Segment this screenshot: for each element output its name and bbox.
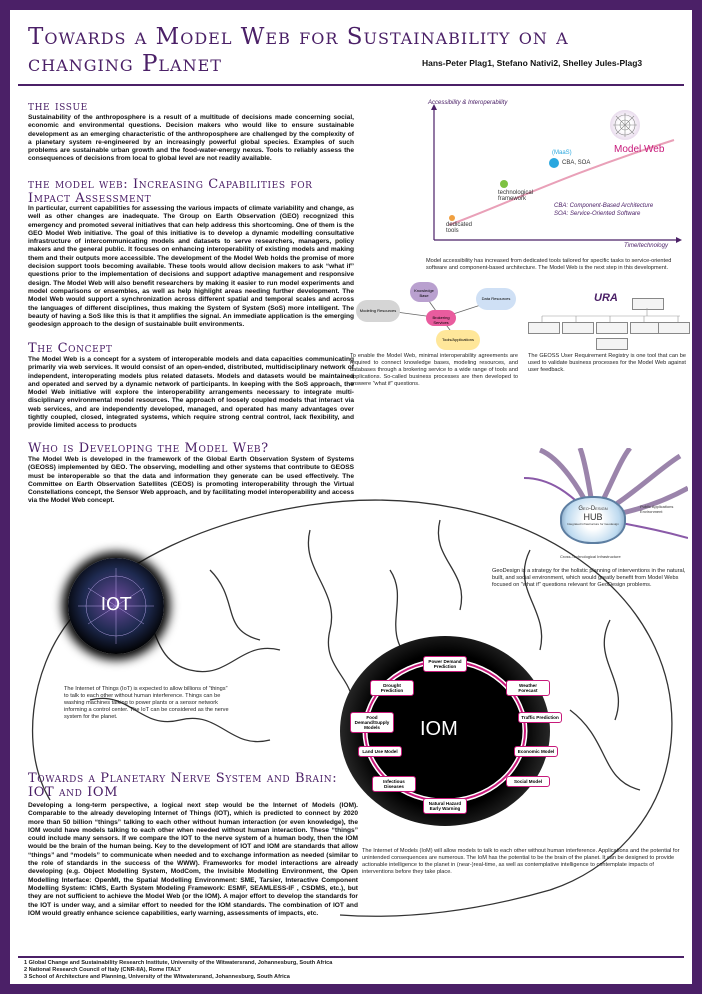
model-web-label: Model Web [614, 144, 665, 155]
web-icon [613, 113, 637, 137]
ura-box [596, 338, 628, 350]
node-social: Social Model [506, 776, 550, 787]
model-web-logo [610, 110, 640, 140]
node-infectious: Infectious Diseases [372, 776, 416, 792]
cloud-brokering: Brokering Services [426, 310, 456, 326]
who-heading: Who is Developing the Model Web? [28, 441, 269, 456]
stage-framework: technological framework [498, 190, 534, 202]
nerve-body: Developing a long-term perspective, a lo… [28, 802, 358, 917]
footer-rule [18, 956, 684, 958]
access-xlabel: Time/technology [624, 243, 668, 249]
concept-heading: The Concept [28, 341, 113, 356]
node-power-demand: Power Demand Prediction [423, 656, 467, 672]
footnote-2: 2 National Research Council of Italy (CN… [24, 967, 181, 973]
cloud-knowledge: Knowledge Base [410, 282, 438, 302]
cloud-modeling: Modeling Resources [356, 300, 400, 322]
ura-root-box [632, 298, 664, 310]
concept-body: The Model Web is a concept for a system … [28, 356, 354, 430]
who-body: The Model Web is developed in the framew… [28, 456, 354, 505]
geodesign-figure: Geo-Design HUB Integrated Infrastructure… [520, 448, 688, 566]
stage-maas: (MaaS) [552, 150, 572, 156]
hub-main: HUB [583, 512, 603, 522]
ura-box [528, 322, 560, 334]
accessibility-figure: Accessibility & Interoperability Time/te… [424, 100, 686, 260]
node-weather: Weather Forecast [506, 680, 550, 696]
iot-caption: The Internet of Things (IoT) is expected… [64, 686, 229, 720]
ura-tree-lines [541, 308, 680, 322]
hub-sub: Integrated Infrastructure for Geodesign [567, 522, 619, 526]
poster-title: Towards a Model Web for Sustainability o… [28, 24, 569, 77]
accessibility-axes [431, 104, 682, 243]
legend-soa: SOA: Service-Oriented Software [554, 211, 641, 217]
hub-label-public: Public Applications Environment [640, 504, 674, 514]
ura-figure: URA [528, 292, 690, 352]
ura-box [658, 322, 690, 334]
issue-body: Sustainability of the anthroposphere is … [28, 114, 354, 163]
hub-label-cross: Cross-Technological Infrastructure [560, 554, 621, 559]
geodesign-caption: GeoDesign is a strategy for the holistic… [492, 568, 686, 588]
broker-figure: Knowledge Base Data Resources Modeling R… [356, 280, 526, 350]
ura-logo: URA [594, 292, 618, 304]
iot-globe: IOT [68, 558, 164, 654]
ura-caption: The GEOSS User Requirement Registry is o… [528, 353, 686, 373]
authors: Hans-Peter Plag1, Stefano Nativi2, Shell… [422, 58, 643, 68]
broker-caption: To enable the Model Web, minimal interop… [350, 353, 518, 387]
cloud-data: Data Resources [476, 288, 516, 310]
access-caption: Model accessibility has increased from d… [426, 258, 672, 271]
stage-dedicated: dedicated tools [446, 222, 473, 234]
node-land-use: Land Use Model [358, 746, 402, 757]
cloud-tools: Tools/Applications [436, 330, 480, 350]
iom-label: IOM [420, 718, 458, 740]
iom-caption: The Internet of Models (IoM) will allow … [362, 848, 680, 875]
modelweb-heading: the model web: Increasing Capabilities f… [28, 177, 313, 206]
node-traffic: Traffic Prediction [518, 712, 562, 723]
footnote-3: 3 School of Architecture and Planning, U… [24, 974, 290, 980]
node-drought: Drought Prediction [370, 680, 414, 696]
issue-heading: the issue [28, 99, 88, 114]
stage-cba-soa: CBA, SOA [562, 160, 591, 166]
iot-network-icon [78, 568, 154, 644]
title-rule [18, 84, 684, 86]
iot-label: IOT [100, 594, 132, 615]
hub-title: Geo-Design [578, 506, 608, 512]
node-hazard: Natural Hazard Early Warning [423, 798, 467, 814]
geodesign-hub: Geo-Design HUB Integrated Infrastructure… [560, 496, 626, 544]
node-economic: Economic Model [514, 746, 558, 757]
ura-box [562, 322, 594, 334]
footnote-1: 1 Global Change and Sustainability Resea… [24, 960, 333, 966]
iom-figure: IOM Power Demand Prediction Drought Pred… [310, 626, 580, 826]
node-food: Food Demand/Supply Models [350, 712, 394, 733]
modelweb-body: In particular, current capabilities for … [28, 205, 354, 329]
poster: Towards a Model Web for Sustainability o… [10, 10, 692, 984]
access-ylabel: Accessibility & Interoperability [428, 100, 508, 106]
nerve-heading: Towards a Planetary Nerve System and Bra… [28, 771, 338, 800]
ura-box [596, 322, 628, 334]
legend-cba: CBA: Component-Based Architecture [554, 203, 654, 209]
